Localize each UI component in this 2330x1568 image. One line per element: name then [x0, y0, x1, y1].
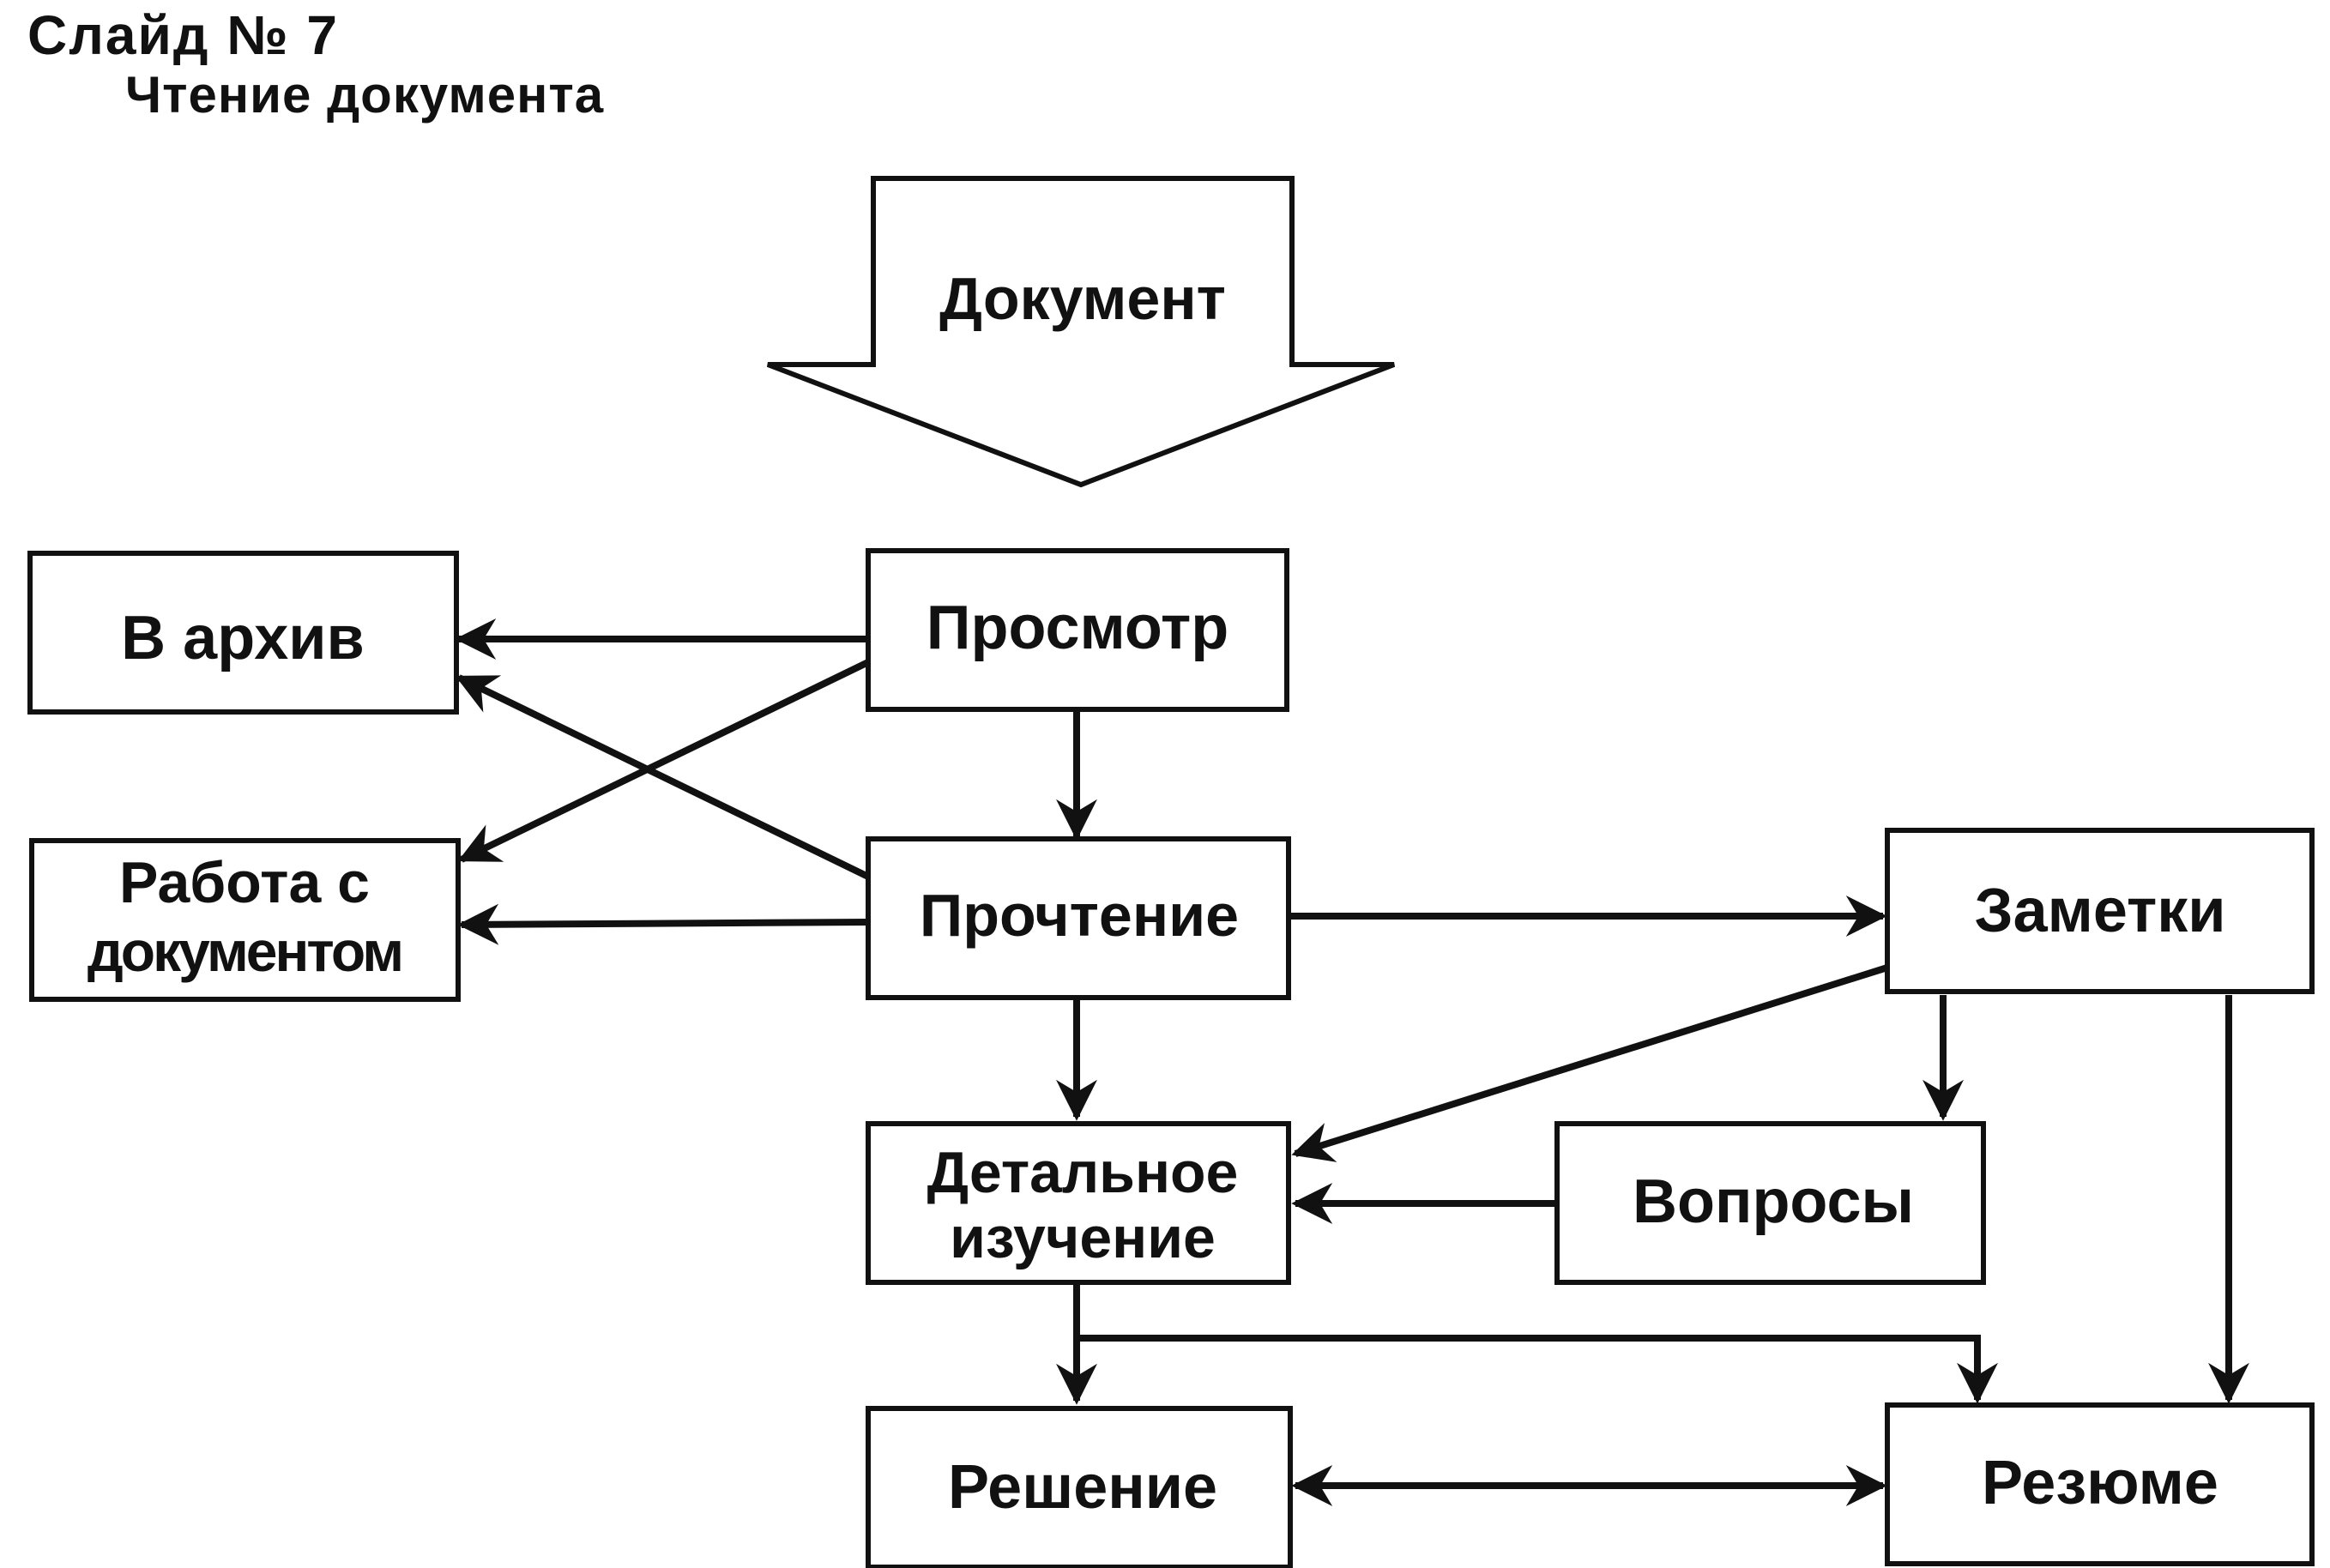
review-box	[866, 548, 1289, 712]
detailed-label-line2: изучение	[950, 1205, 1216, 1270]
node-document: Документ	[766, 176, 1396, 488]
document-arrow-shape	[766, 176, 1396, 488]
decision-label: Решение	[948, 1453, 1217, 1522]
node-summary: Резюме	[1885, 1402, 2315, 1566]
work-box	[29, 838, 461, 1002]
archive-box	[27, 551, 459, 715]
node-questions: Вопросы	[1554, 1121, 1986, 1285]
edge-detailed-summary	[1077, 1335, 1998, 1404]
document-label: Документ	[939, 265, 1226, 332]
node-notes: Заметки	[1885, 828, 2315, 994]
node-decision: Решение	[866, 1406, 1293, 1568]
summary-label: Резюме	[1982, 1449, 2218, 1517]
detailed-label-line1: Детальное	[927, 1140, 1239, 1205]
work-label-line1: Работа с	[119, 850, 370, 915]
node-reading: Прочтение	[866, 836, 1291, 1000]
summary-box	[1885, 1402, 2315, 1566]
notes-label: Заметки	[1974, 877, 2225, 945]
edge-notes-detailed	[1291, 964, 1889, 1162]
reading-box	[866, 836, 1291, 1000]
node-archive: В архив	[27, 551, 459, 715]
node-detailed: Детальное изучение	[866, 1121, 1291, 1285]
edge-reading-work	[457, 903, 869, 945]
edge-review-work	[457, 659, 870, 863]
decision-box	[866, 1406, 1293, 1568]
archive-label: В архив	[121, 604, 365, 672]
slide-subtitle: Чтение документа	[125, 66, 605, 124]
questions-box	[1554, 1121, 1986, 1285]
questions-label: Вопросы	[1633, 1167, 1914, 1236]
edges	[455, 618, 2249, 1506]
detailed-box	[866, 1121, 1291, 1285]
slide-title: Слайд № 7	[27, 4, 339, 66]
review-label: Просмотр	[927, 594, 1229, 662]
node-work: Работа с документом	[29, 838, 461, 1002]
reading-label: Прочтение	[920, 882, 1239, 949]
notes-box	[1885, 828, 2315, 994]
node-review: Просмотр	[866, 548, 1289, 712]
edge-reading-archive	[455, 674, 870, 880]
work-label-line2: документом	[88, 920, 401, 983]
